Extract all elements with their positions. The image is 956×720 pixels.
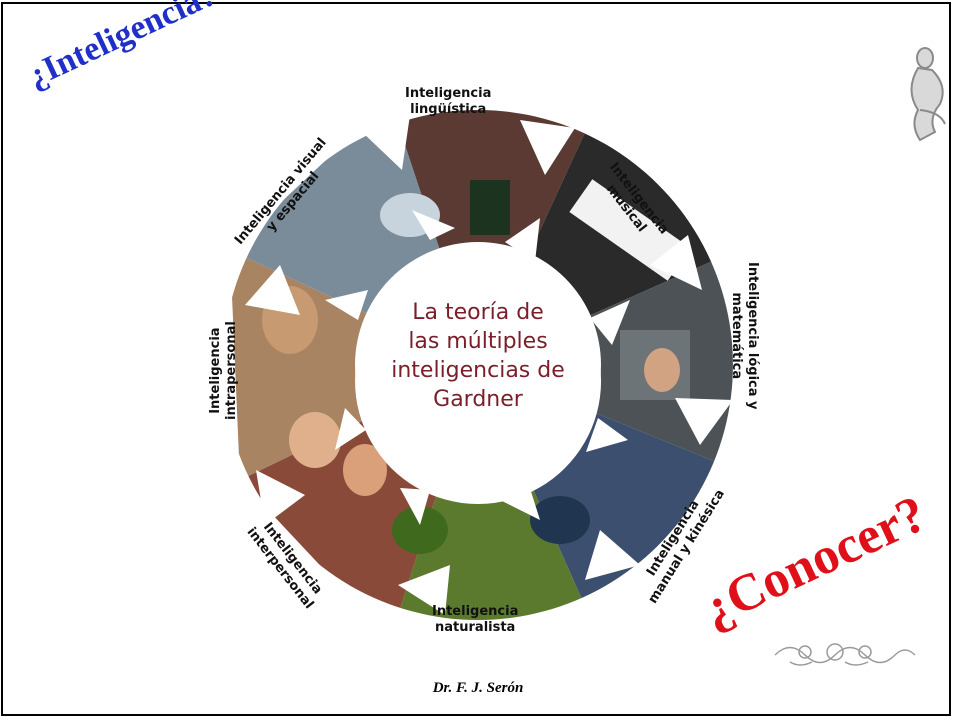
- arrow-1: [520, 120, 575, 175]
- arrow-4: [585, 530, 640, 580]
- footer-author: Dr. F. J. Serón: [432, 680, 524, 696]
- center-line-4: Gardner: [433, 387, 523, 412]
- label-linguistica: Inteligencia lingüística: [405, 86, 492, 117]
- arrow-7: [245, 265, 300, 315]
- center-line-3: inteligencias de: [391, 358, 565, 383]
- center-line-2: las múltiples: [408, 329, 548, 354]
- arrow-5: [398, 565, 450, 615]
- diagram-center-text: La teoría de las múltiples inteligencias…: [388, 298, 568, 414]
- center-line-1: La teoría de: [412, 300, 544, 325]
- arrow-2: [650, 235, 702, 290]
- arrow-3: [675, 398, 733, 445]
- arrow-6: [256, 470, 305, 525]
- arrow-8: [360, 115, 410, 170]
- label-naturalista: Inteligencia naturalista: [432, 604, 519, 635]
- label-intrapersonal: Inteligencia intrapersonal: [208, 321, 239, 420]
- label-logica: Inteligencia lógica y matemática: [729, 262, 760, 410]
